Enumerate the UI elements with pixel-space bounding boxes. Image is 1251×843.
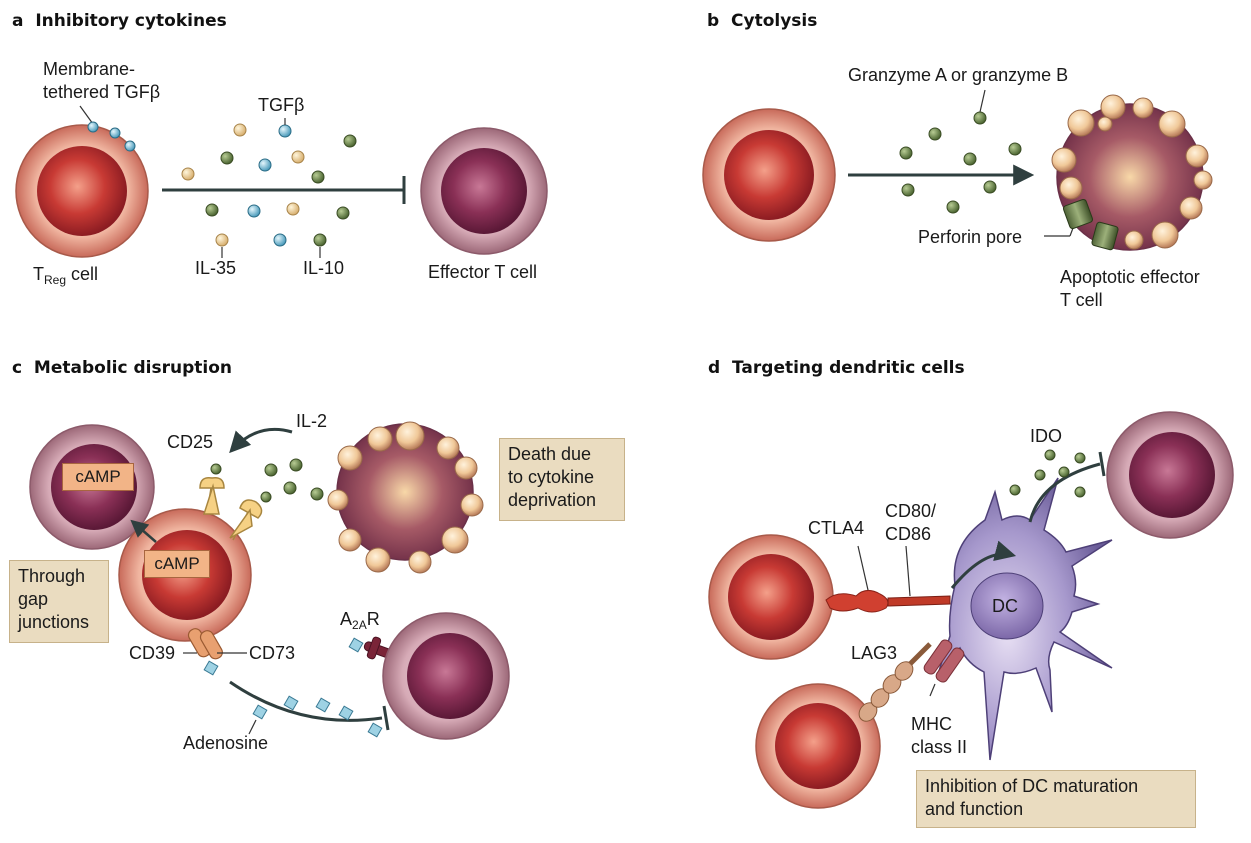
cytokine-dots-a bbox=[181, 123, 357, 247]
treg-cell-label: TReg cell bbox=[33, 263, 98, 292]
inhib-line1: Inhibition of DC maturation bbox=[925, 776, 1139, 796]
membrane-tgfb-label: Membrane- tethered TGFβ bbox=[43, 58, 160, 104]
apoptotic-line2: T cell bbox=[1060, 290, 1103, 310]
ctla4-molecule bbox=[825, 545, 889, 613]
lag3-molecule bbox=[858, 642, 932, 722]
a2ar-label: A2AR bbox=[340, 608, 380, 637]
membrane-label-line2: tethered TGFβ bbox=[43, 82, 161, 102]
panel-a bbox=[15, 105, 548, 258]
apoptotic-cell-b bbox=[1051, 94, 1213, 251]
panel-d-title-text: Targeting dendritic cells bbox=[732, 358, 965, 378]
granzyme-dots bbox=[899, 111, 1022, 214]
mhc-line1: MHC bbox=[911, 714, 952, 734]
apoptotic-cell-c bbox=[327, 421, 484, 574]
inhib-line2: and function bbox=[925, 799, 1024, 819]
cd80-cd86-label: CD80/ CD86 bbox=[885, 500, 936, 546]
mhc-line2: class II bbox=[911, 737, 968, 757]
granzyme-label: Granzyme A or granzyme B bbox=[848, 65, 1069, 85]
apoptotic-line1: Apoptotic effector bbox=[1060, 267, 1200, 287]
il2-dots bbox=[264, 458, 324, 501]
dc-inhibition-box: Inhibition of DC maturation and function bbox=[916, 770, 1196, 828]
adenosine-label: Adenosine bbox=[183, 733, 269, 753]
panel-d bbox=[708, 411, 1234, 809]
panel-b-title: b Cytolysis bbox=[707, 11, 817, 31]
apoptotic-label: Apoptotic effector T cell bbox=[1060, 266, 1200, 312]
il10-label: IL-10 bbox=[303, 258, 345, 278]
gap-line3: junctions bbox=[18, 612, 90, 632]
treg-cell-d-top bbox=[708, 534, 834, 660]
ctla4-label: CTLA4 bbox=[808, 518, 865, 538]
tgfb-label: TGFβ bbox=[258, 95, 305, 115]
panel-d-letter: d bbox=[708, 358, 721, 378]
panel-c-title-text: Metabolic disruption bbox=[33, 358, 232, 378]
cd25-label: CD25 bbox=[167, 432, 214, 452]
treg-cell-b bbox=[702, 108, 836, 242]
il2-label: IL-2 bbox=[296, 411, 328, 431]
death-line1: Death due bbox=[508, 444, 592, 464]
death-line2: to cytokine bbox=[508, 467, 595, 487]
mhc-class-ii-label: MHC class II bbox=[911, 713, 967, 759]
cd39-label: CD39 bbox=[129, 643, 176, 663]
panel-b bbox=[702, 89, 1213, 251]
effector-cell-a bbox=[420, 127, 548, 255]
effector-cell-label: Effector T cell bbox=[428, 262, 538, 282]
cd73-label: CD73 bbox=[249, 643, 296, 663]
death-note-box: Death due to cytokine deprivation bbox=[499, 438, 625, 521]
camp-target-box: cAMP bbox=[62, 463, 134, 491]
a2ar-main: A bbox=[340, 609, 353, 629]
panel-a-title-text: Inhibitory cytokines bbox=[35, 11, 227, 31]
adenosine-squares bbox=[203, 637, 383, 738]
gap-junction-box: Through gap junctions bbox=[9, 560, 109, 643]
inhibition-arrow-a bbox=[162, 176, 406, 204]
il35-label: IL-35 bbox=[195, 258, 237, 278]
panel-b-letter: b bbox=[707, 11, 720, 31]
treg-main: T bbox=[33, 264, 44, 284]
treg-sub: Reg bbox=[44, 273, 67, 287]
cd80-line1: CD80/ bbox=[885, 501, 937, 521]
cd25-receptors bbox=[199, 463, 272, 541]
dendritic-cell bbox=[937, 477, 1113, 761]
mhc-class-ii bbox=[923, 639, 965, 697]
dc-label: DC bbox=[992, 596, 1018, 616]
treg-cell-d-bottom bbox=[755, 683, 881, 809]
panel-c-letter: c bbox=[12, 358, 23, 378]
panel-d-title: d Targeting dendritic cells bbox=[708, 358, 965, 378]
perforin-pores bbox=[1044, 198, 1119, 251]
death-line3: deprivation bbox=[508, 490, 597, 510]
membrane-label-line1: Membrane- bbox=[43, 59, 136, 79]
lag3-label: LAG3 bbox=[851, 643, 898, 663]
cd39-cd73 bbox=[183, 628, 247, 660]
panel-a-letter: a bbox=[12, 11, 24, 31]
ido-label: IDO bbox=[1030, 426, 1063, 446]
cd80-line2: CD86 bbox=[885, 524, 932, 544]
panel-c-title: c Metabolic disruption bbox=[12, 358, 232, 378]
a2ar-sub: 2A bbox=[352, 618, 367, 632]
camp-treg-box: cAMP bbox=[144, 550, 210, 578]
effector-cell-d bbox=[1106, 411, 1234, 539]
a2ar-rest: R bbox=[366, 609, 380, 629]
cd80-cd86-molecule bbox=[887, 545, 951, 607]
ido-dots bbox=[1009, 449, 1086, 498]
treg-cell-a bbox=[15, 124, 149, 258]
gap-line2: gap bbox=[18, 589, 49, 609]
perforin-label: Perforin pore bbox=[918, 227, 1023, 247]
panel-a-title: a Inhibitory cytokines bbox=[12, 11, 227, 31]
effector-cell-c-bottom bbox=[382, 612, 510, 740]
panel-b-title-text: Cytolysis bbox=[731, 11, 818, 31]
membrane-tgfb-dots bbox=[79, 105, 136, 152]
gap-line1: Through bbox=[18, 566, 86, 586]
treg-rest: cell bbox=[66, 264, 99, 284]
